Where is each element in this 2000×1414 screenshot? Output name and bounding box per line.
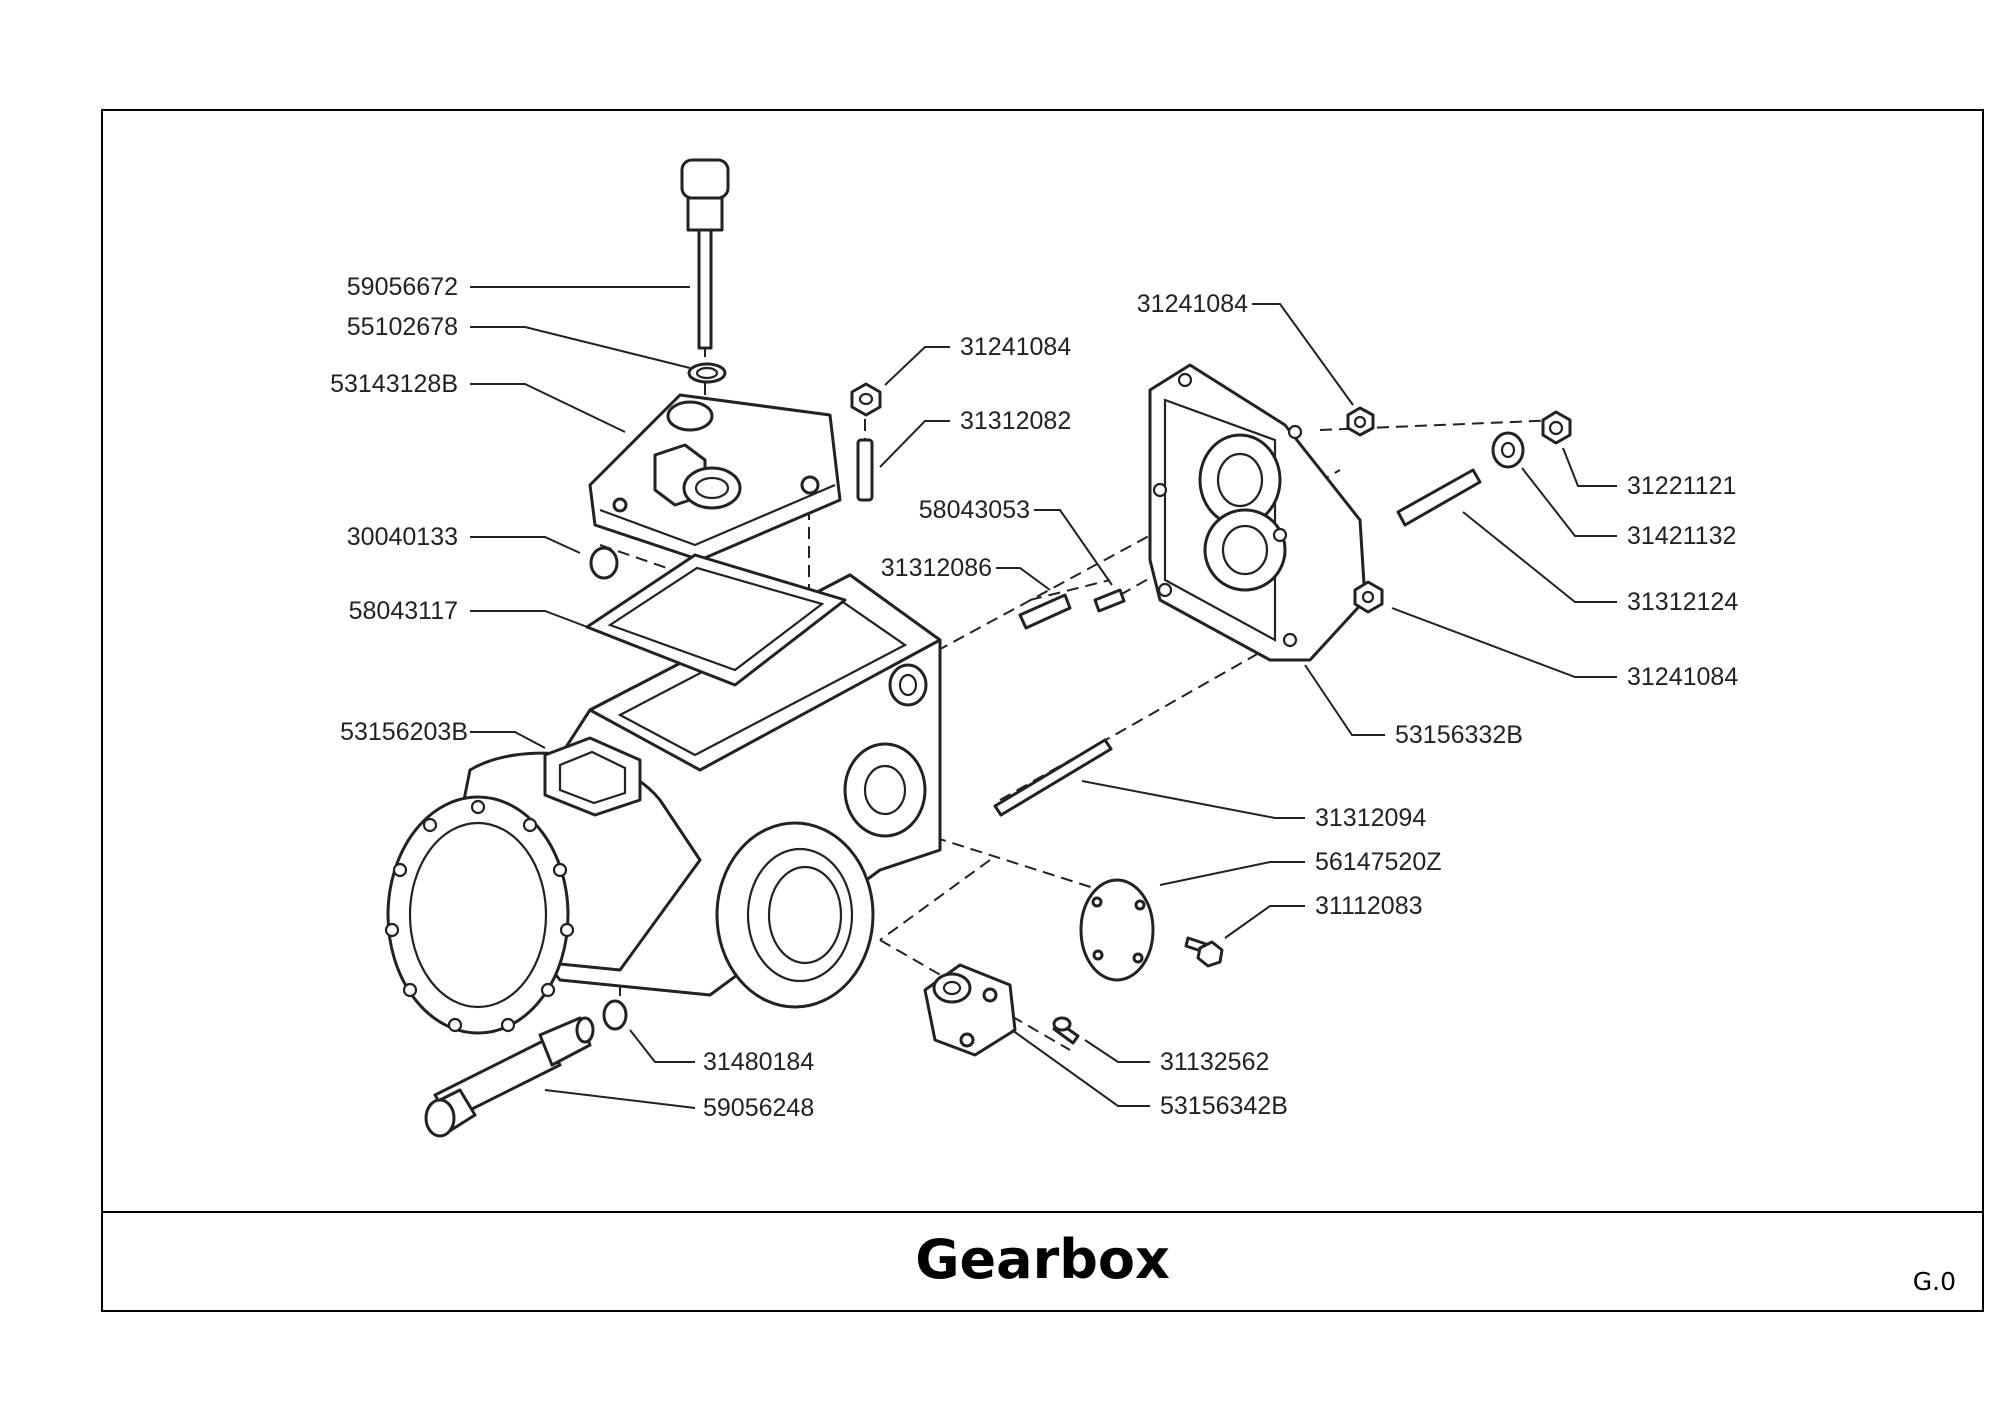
part-label-31312124: 31312124: [1627, 588, 1738, 616]
part-label-31241084-a: 31241084: [960, 333, 1071, 361]
title-block-divider: [101, 1211, 1984, 1213]
cover-gasket: [585, 553, 847, 687]
cover-plate: [1079, 878, 1155, 982]
part-label-58043117: 58043117: [349, 597, 458, 625]
drawing-frame: [101, 109, 1984, 1312]
nut: [1541, 410, 1572, 445]
side-cover: [1148, 363, 1367, 662]
part-label-31132562: 31132562: [1160, 1048, 1269, 1076]
leader-lines: [470, 286, 1617, 1109]
part-label-53156342B: 53156342B: [1160, 1092, 1288, 1120]
part-label-31312086: 31312086: [881, 554, 992, 582]
part-label-55102678: 55102678: [347, 313, 458, 341]
flange-nut: [850, 382, 882, 417]
dipstick-plug: [680, 158, 730, 350]
part-label-58043053: 58043053: [919, 496, 1030, 524]
part-label-31241084-c: 31241084: [1627, 663, 1738, 691]
part-labels: 59056672 55102678 53143128B 30040133 580…: [330, 273, 1738, 1122]
part-label-31312094: 31312094: [1315, 804, 1426, 832]
part-label-59056672: 59056672: [347, 273, 458, 301]
part-label-31112083: 31112083: [1315, 892, 1423, 920]
hose-fitting: [424, 1016, 595, 1138]
part-label-30040133: 30040133: [347, 523, 458, 551]
page-code: G.0: [1912, 1267, 1956, 1296]
part-label-53156332B: 53156332B: [1395, 721, 1523, 749]
gearbox-housing: [384, 573, 942, 1035]
part-label-31421132: 31421132: [1627, 522, 1736, 550]
o-ring: [589, 546, 619, 580]
part-label-31221121: 31221121: [1627, 472, 1736, 500]
part-label-31312082: 31312082: [960, 407, 1071, 435]
bearing-cap: [923, 963, 1017, 1057]
o-ring: [687, 362, 727, 384]
stud: [856, 438, 874, 502]
stud: [1018, 593, 1072, 630]
screw: [1052, 1016, 1080, 1045]
part-label-31241084-b: 31241084: [1137, 290, 1248, 318]
flange-nut: [1346, 406, 1375, 437]
part-label-53156203B: 53156203B: [340, 718, 468, 746]
long-stud: [993, 738, 1113, 817]
flange-nut: [1353, 580, 1384, 614]
washer: [1491, 431, 1525, 469]
page-title: Gearbox: [915, 1228, 1170, 1291]
screw: [1184, 936, 1224, 968]
part-label-31480184: 31480184: [703, 1048, 814, 1076]
part-label-56147520Z: 56147520Z: [1315, 848, 1442, 876]
part-label-53143128B: 53143128B: [330, 370, 458, 398]
stud: [1396, 468, 1482, 527]
seal-washer: [602, 999, 628, 1031]
top-cover: [588, 393, 842, 562]
part-label-59056248: 59056248: [703, 1094, 814, 1122]
dowel-pin: [1093, 588, 1126, 613]
